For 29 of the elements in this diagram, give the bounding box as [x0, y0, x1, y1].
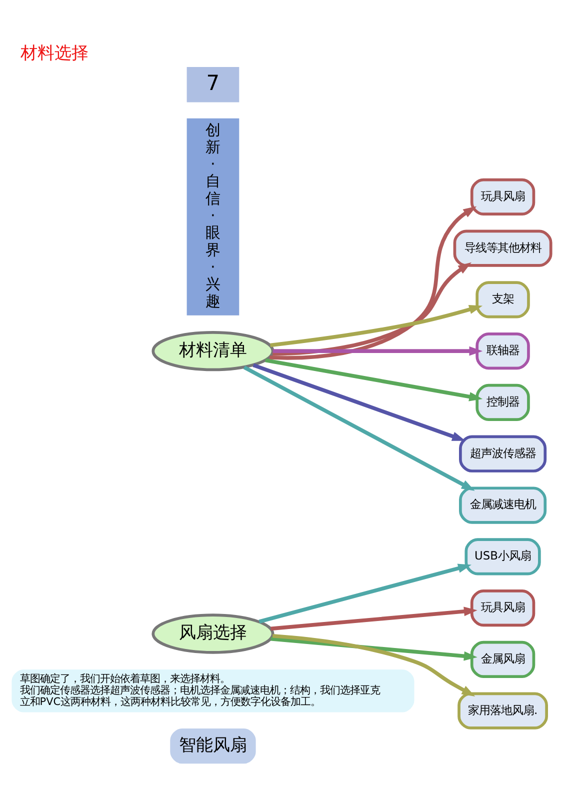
node-box: 超声波传感器	[459, 435, 547, 472]
node-box: 玩具风扇	[470, 590, 536, 627]
node-box: 支架	[476, 281, 530, 318]
node-box: 家用落地风扇.	[458, 692, 548, 730]
arrow	[270, 206, 477, 360]
node-box: 导线等其他材料	[453, 230, 552, 267]
node-ellipse: 风扇选择	[152, 614, 274, 654]
arrow	[270, 636, 478, 661]
arrow	[265, 358, 483, 402]
arrow	[272, 262, 472, 356]
node-box: 金属减速电机	[459, 486, 547, 524]
node-box: 草图确定了，我们开始依着草图，来选择材料。 我们确定传感器选择超声波传感器；电机选择金属减速电机；结构，我们选择亚克立和PVC这两种材料，这两种材料比较常见，方便数字化设备加工。	[12, 669, 414, 712]
arrow	[243, 366, 475, 491]
node-box: 创新·自信·眼界·兴趣	[186, 118, 240, 316]
diagram-title: 材料选择	[20, 43, 89, 64]
node-box: 联轴器	[476, 332, 530, 370]
label: 7	[206, 70, 220, 95]
node-ellipse: 材料清单	[152, 331, 274, 372]
arrow	[270, 304, 483, 348]
arrow	[270, 606, 478, 631]
arrow	[252, 363, 466, 441]
arrow	[258, 564, 472, 624]
node-box: 金属风扇	[470, 640, 536, 678]
node-box: 智能风扇	[170, 728, 256, 764]
node-box: 玩具风扇	[470, 178, 536, 216]
arrow	[272, 634, 476, 696]
node-box: USB小风扇	[464, 538, 541, 576]
node-box: 控制器	[476, 384, 530, 422]
arrow	[272, 346, 483, 356]
